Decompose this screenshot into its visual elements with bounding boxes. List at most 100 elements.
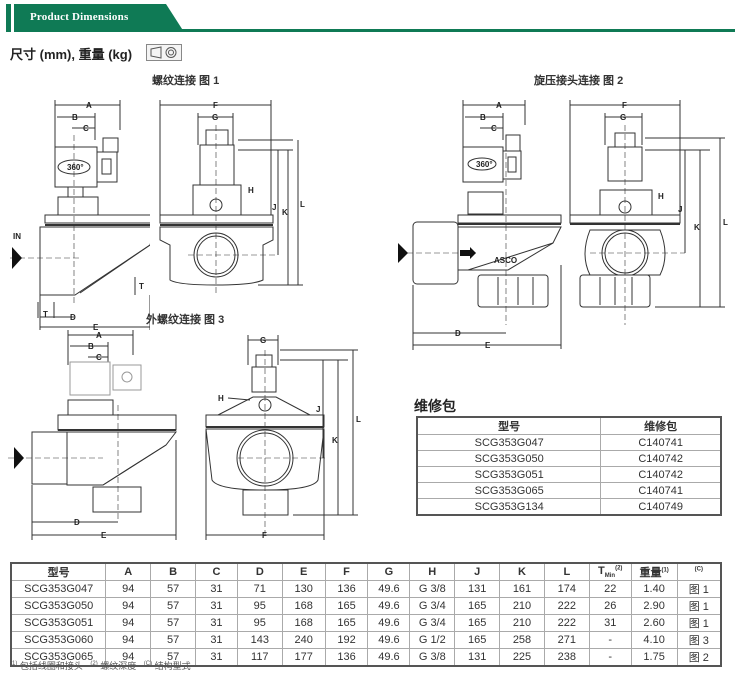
inlet-arrow-icon [14,447,24,469]
cell-k: 161 [499,580,545,598]
cell-f: 136 [324,580,369,598]
col-header-k: K [499,562,545,581]
col-header-b: B [150,562,197,581]
svg-text:B: B [480,113,486,122]
inlet-arrow-icon [12,247,22,269]
units-subtitle: 尺寸 (mm), 重量 (kg) [10,47,133,62]
model-cell: SCG353G051 [416,466,602,483]
cell-f: 165 [324,597,369,615]
svg-text:F: F [622,101,627,110]
col-header-j: J [454,562,501,581]
cell-l: 271 [543,631,590,649]
svg-text:360°: 360° [476,160,493,169]
cell-a: 94 [105,614,152,632]
cell-model: SCG353G060 [10,631,107,649]
footnote-2: 螺纹深度 [100,661,137,671]
svg-text:D: D [74,518,80,527]
fig1-side-view-drawing: IN ABC 360° DET [10,95,150,330]
col-header-e: E [281,562,326,581]
svg-text:C: C [491,124,497,133]
cell-h: G 3/8 [409,648,456,667]
dimensions-table: 型号 A B C D E F G H J K L TMin(2) 重量(1) (… [10,562,722,667]
cell-g: 49.6 [367,614,411,632]
col-header-a: A [105,562,152,581]
cell-d: 117 [236,648,283,667]
col-header-g: G [367,562,411,581]
svg-text:G: G [260,336,266,345]
header-accent-bar [6,4,11,32]
cell-type: 图 1 [676,597,722,615]
col-header-model: 型号 [10,562,107,581]
cell-l: 174 [543,580,590,598]
cell-tmin: - [588,631,632,649]
cell-type: 图 3 [676,631,722,649]
cell-c: 31 [195,597,238,615]
cell-j: 131 [454,648,501,667]
col-header-model: 型号 [416,416,602,435]
svg-text:G: G [620,113,626,122]
cell-e: 168 [281,614,326,632]
col-header-d: D [236,562,283,581]
col-header-tmin: TMin(2) [588,562,632,581]
cell-l: 238 [543,648,590,667]
inlet-arrow-icon [398,243,408,263]
footnotes: (1) 包括线圈和接头 (2) 螺纹深度 (C) 结构型式 [10,661,191,671]
cell-model: SCG353G047 [10,580,107,598]
svg-text:K: K [282,208,288,217]
fig2-title: 旋压接头连接 图 2 [534,75,624,87]
svg-text:A: A [86,101,92,110]
cell-d: 143 [236,631,283,649]
footnote-c: 结构型式 [154,661,191,671]
cell-f: 136 [324,648,369,667]
cell-c: 31 [195,614,238,632]
cell-tmin: 31 [588,614,632,632]
svg-text:ASCO: ASCO [494,256,517,265]
svg-text:J: J [316,405,320,414]
svg-text:E: E [101,531,107,540]
cell-l: 222 [543,597,590,615]
svg-text:H: H [218,394,224,403]
svg-text:H: H [248,186,254,195]
section-tab-label: Product Dimensions [30,11,129,23]
cell-e: 130 [281,580,326,598]
flow-arrow-icon [460,247,476,259]
cell-h: G 3/4 [409,597,456,615]
cell-b: 57 [150,580,197,598]
first-angle-projection-icon [146,44,182,61]
cell-weight: 4.10 [630,631,678,649]
svg-text:K: K [332,436,338,445]
model-cell: SCG353G065 [416,482,602,499]
svg-text:E: E [485,341,491,350]
svg-text:F: F [213,101,218,110]
fig3-title: 外螺纹连接 图 3 [146,314,225,326]
repair-kit-title: 维修包 [414,398,456,414]
cell-weight: 2.90 [630,597,678,615]
cell-f: 192 [324,631,369,649]
cell-weight: 1.75 [630,648,678,667]
svg-text:J: J [678,205,682,214]
svg-text:360°: 360° [67,163,84,172]
kit-cell: C140742 [600,450,722,467]
cell-tmin: - [588,648,632,667]
cell-e: 240 [281,631,326,649]
svg-text:B: B [88,342,94,351]
cell-weight: 1.40 [630,580,678,598]
svg-text:T: T [43,310,48,319]
cell-f: 165 [324,614,369,632]
svg-text:A: A [96,331,102,340]
footnote-1: 包括线圈和接头 [19,661,83,671]
cell-k: 210 [499,614,545,632]
fig1-front-view-drawing: FGH JKL [158,95,305,330]
col-header-l: L [543,562,590,581]
cell-g: 49.6 [367,648,411,667]
svg-text:D: D [70,313,76,322]
cell-model: SCG353G051 [10,614,107,632]
svg-text:A: A [496,101,502,110]
cell-b: 57 [150,597,197,615]
cell-g: 49.6 [367,597,411,615]
kit-cell: C140741 [600,482,722,499]
